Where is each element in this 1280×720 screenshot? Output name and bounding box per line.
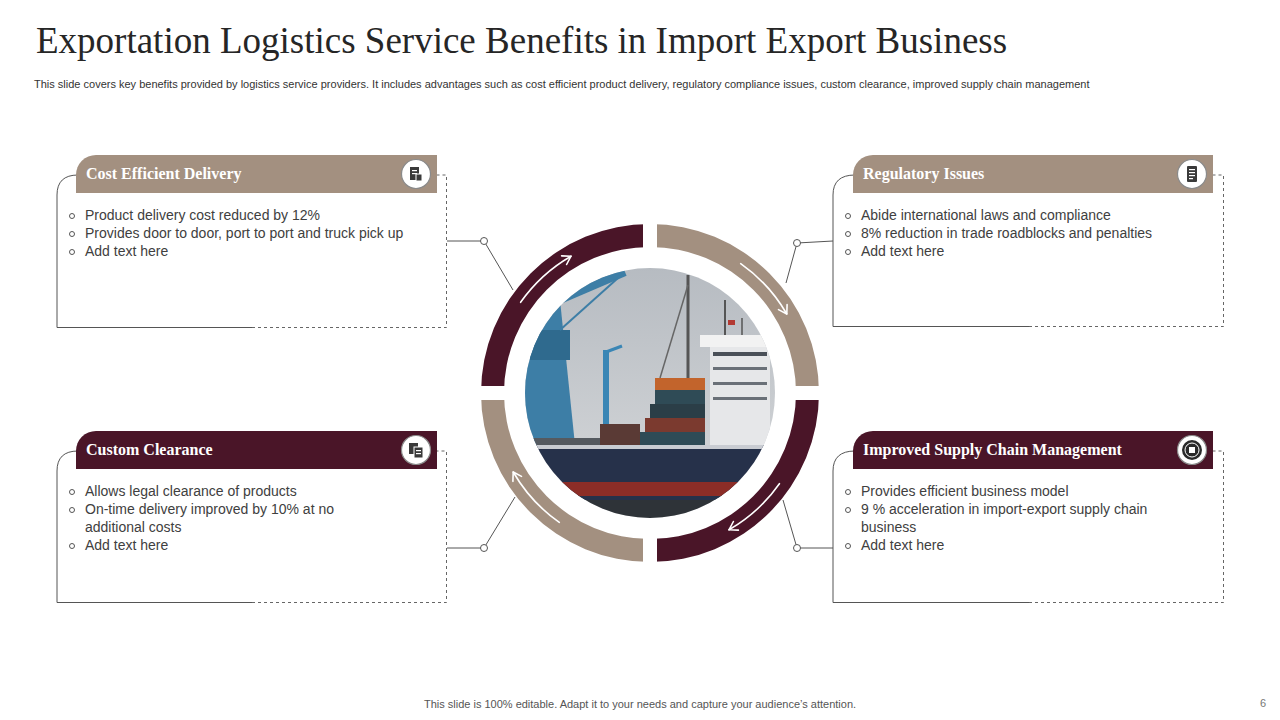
subtitle-note: This slide covers key benefits provided …: [34, 77, 1264, 91]
bullet-text: Add text here: [843, 536, 1153, 554]
bullet-text: 8% reduction in trade roadblocks and pen…: [843, 224, 1195, 242]
outline-dashed: [252, 175, 447, 328]
bullet-text: Provides efficient business model: [843, 482, 1153, 500]
bullet-text: Add text here: [67, 242, 419, 260]
footer-note: This slide is 100% editable. Adapt it to…: [0, 697, 1280, 711]
box-icon: [400, 434, 432, 466]
outline-dashed: [1029, 451, 1224, 603]
bullet-text: Allows legal clearance of products: [67, 482, 357, 500]
box-icon: [1176, 434, 1208, 466]
slide-title: Exportation Logistics Service Benefits i…: [36, 19, 1007, 63]
box-heading: Improved Supply Chain Management: [863, 431, 1122, 469]
box-header: Regulatory Issues: [853, 155, 1213, 193]
bullet-text: Product delivery cost reduced by 12%: [67, 206, 419, 224]
bullet-text: 9 % acceleration in import-export supply…: [843, 500, 1153, 536]
box-header: Cost Efficient Delivery: [76, 155, 437, 193]
outline-dashed: [1029, 175, 1224, 327]
benefit-box: Custom ClearanceAllows legal clearance o…: [57, 431, 447, 603]
benefit-box: Improved Supply Chain ManagementProvides…: [833, 431, 1224, 603]
box-body: Product delivery cost reduced by 12%Prov…: [67, 206, 419, 260]
box-header: Improved Supply Chain Management: [853, 431, 1213, 469]
box-icon: [400, 158, 432, 190]
benefit-box: Regulatory IssuesAbide international law…: [833, 155, 1224, 327]
box-icon: [1176, 158, 1208, 190]
benefit-box: Cost Efficient DeliveryProduct delivery …: [57, 155, 447, 328]
page-number: 6: [1220, 696, 1266, 710]
box-heading: Cost Efficient Delivery: [86, 155, 242, 193]
bullet-text: Provides door to door, port to port and …: [67, 224, 419, 242]
icon-glyph: [402, 160, 431, 189]
box-heading: Custom Clearance: [86, 431, 213, 469]
box-body: Allows legal clearance of productsOn-tim…: [67, 482, 357, 554]
box-body: Provides efficient business model9 % acc…: [843, 482, 1153, 554]
box-header: Custom Clearance: [76, 431, 437, 469]
icon-glyph: [1178, 436, 1207, 465]
bullet-text: Add text here: [843, 242, 1195, 260]
icon-glyph: [402, 436, 431, 465]
bullet-text: Abide international laws and compliance: [843, 206, 1195, 224]
box-heading: Regulatory Issues: [863, 155, 984, 193]
outline-dashed: [252, 451, 447, 603]
box-body: Abide international laws and compliance8…: [843, 206, 1195, 260]
bullet-text: Add text here: [67, 536, 357, 554]
icon-glyph: [1178, 160, 1207, 189]
bullet-text: On-time delivery improved by 10% at no a…: [67, 500, 357, 536]
